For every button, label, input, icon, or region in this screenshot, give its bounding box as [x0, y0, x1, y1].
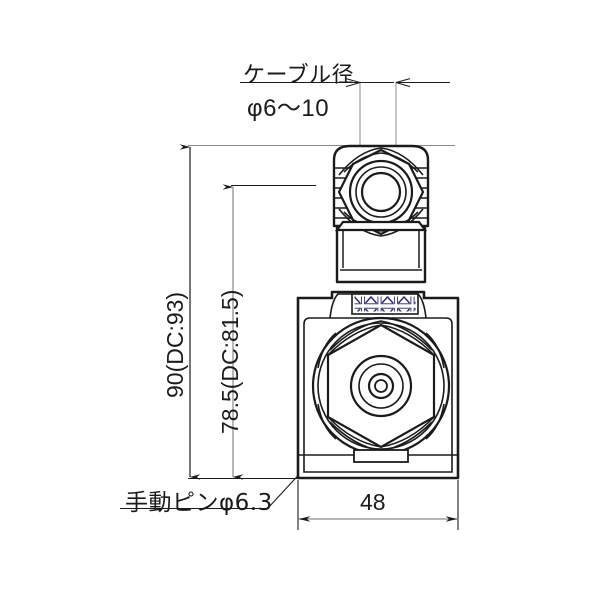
nameplate	[351, 293, 419, 315]
cable-diameter-value: φ6〜10	[247, 95, 330, 122]
width-overall-label: 48	[360, 489, 386, 515]
solenoid-coil-detail	[340, 228, 422, 271]
height-body-label: 78.5(DC:81.5)	[217, 289, 243, 434]
cable-diameter-title: ケーブル径	[243, 63, 355, 88]
gland-collar	[334, 220, 428, 232]
solenoid-coil	[335, 226, 427, 284]
height-overall-label: 90(DC:93)	[162, 291, 188, 398]
manual-pin-label: 手動ピンφ6.3	[125, 490, 273, 516]
dimension-lines	[179, 78, 458, 522]
extension-lines-dark	[120, 81, 459, 530]
body-hex-nut	[311, 316, 451, 456]
body-bottom-boss	[353, 449, 409, 463]
